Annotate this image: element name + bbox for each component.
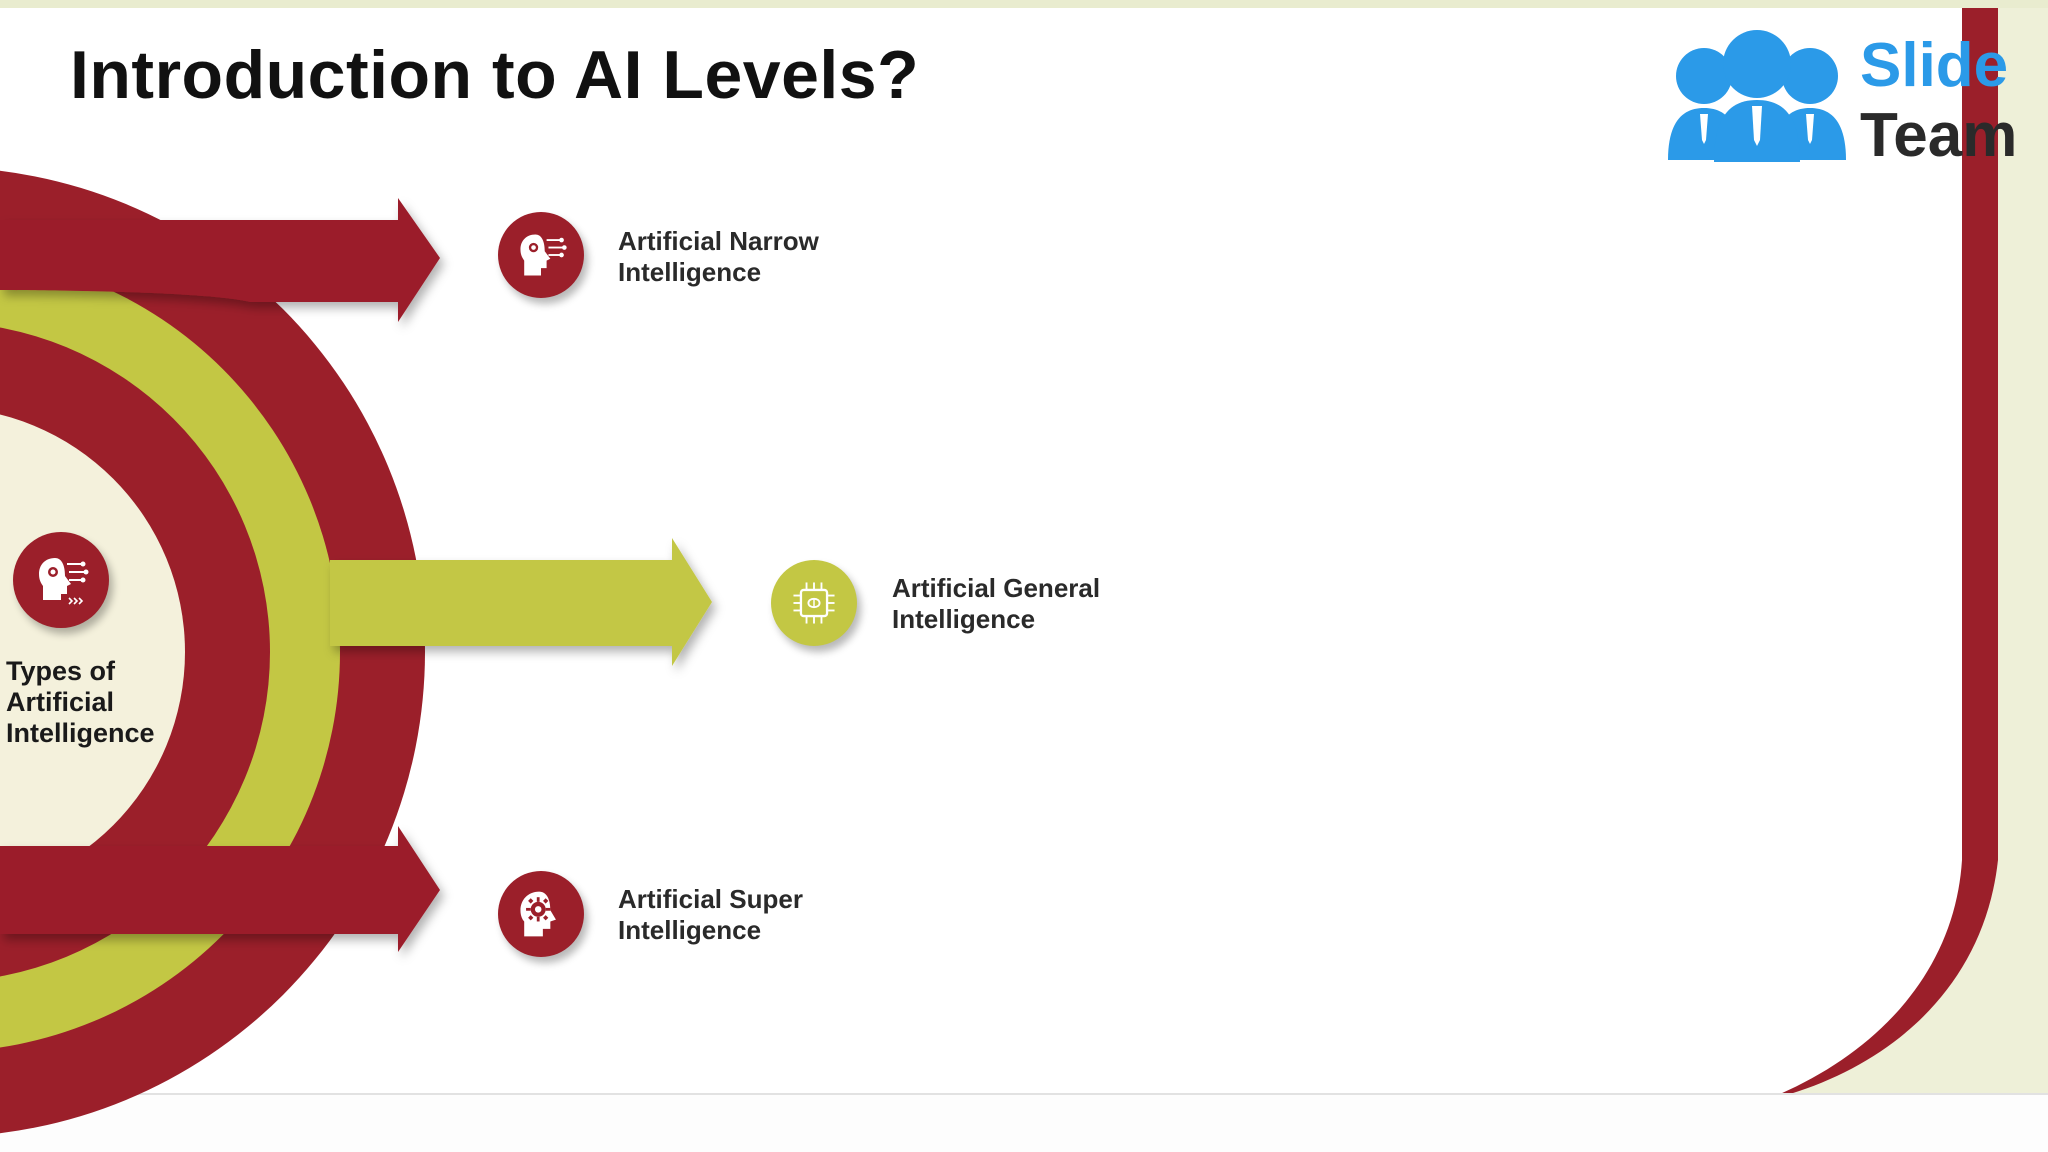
logo-text-slide: Slide [1860,31,2009,100]
page-title: Introduction to AI Levels? [70,37,920,113]
top-arrow [0,198,440,322]
top-border [0,0,2048,8]
ai-chip-icon [793,582,835,624]
bottom-strip [0,1095,2048,1152]
level-label-super: Artificial Super Intelligence [618,884,803,945]
center-label: Types of Artificial Intelligence [6,656,155,748]
bottom-divider [0,1093,2048,1095]
narrow-icon-circle [498,212,584,298]
center-icon-circle [13,532,109,628]
level-label-narrow: Artificial Narrow Intelligence [618,226,819,287]
super-icon-circle [498,871,584,957]
ai-head-circuit-icon [520,234,567,276]
right-panel-red-edge [1780,8,1998,1094]
level-label-general: Artificial General Intelligence [892,573,1101,634]
logo-text-team: Team [1860,101,2018,170]
bottom-arrow [0,826,440,952]
team-people-icon [1668,30,1846,162]
right-panel-cream [1790,8,2048,1094]
brain-gear-head-icon [520,891,556,937]
general-icon-circle [771,560,857,646]
ai-head-circuit-icon [39,558,89,605]
middle-arrow [330,538,712,666]
slideteam-logo: Slide Team [1662,28,2022,170]
